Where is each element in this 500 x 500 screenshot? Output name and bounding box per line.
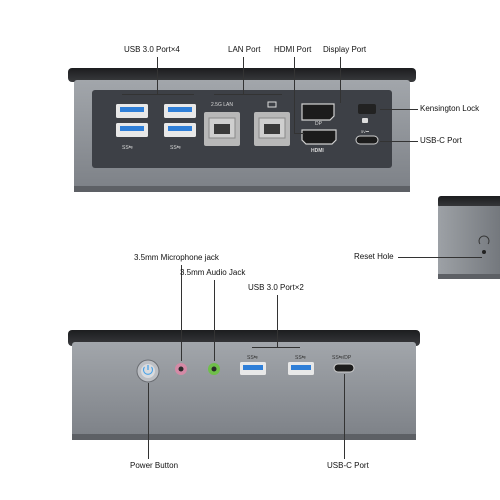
label-display-port: Display Port: [323, 45, 367, 54]
leader-hdmi-v: [294, 57, 295, 133]
label-mic-jack: 3.5mm Microphone jack: [134, 253, 219, 262]
label-usb30-x2: USB 3.0 Port×2: [248, 283, 304, 292]
rear-hdmi-port[interactable]: [301, 129, 337, 145]
marking-front-usb-2: SS⇋: [295, 355, 306, 361]
rear-usbc-port[interactable]: [355, 135, 379, 145]
leader-usbc-bottom: [344, 374, 345, 459]
power-button[interactable]: [136, 359, 160, 383]
leader-power: [148, 383, 149, 459]
mic-jack[interactable]: [175, 363, 187, 375]
side-view-unit: [438, 196, 500, 279]
front-usbc-port[interactable]: [333, 363, 355, 373]
front-case: [68, 330, 420, 440]
leader-mic: [181, 265, 182, 361]
leader-usbc-top: [380, 141, 418, 142]
leader-lan-h: [214, 94, 282, 95]
label-power-button: Power Button: [130, 461, 179, 470]
leader-audio: [214, 280, 215, 361]
leader-usb30-x2-h: [252, 347, 300, 348]
marking-dp: DP: [315, 121, 322, 127]
leader-usb30-x2-v: [277, 295, 278, 347]
rear-usb-ports[interactable]: [116, 104, 196, 137]
front-usb-ports[interactable]: [240, 362, 314, 375]
leader-hdmi-h: [294, 133, 304, 134]
marking-front-usbc: SS⇋/DP: [332, 355, 352, 361]
marking-hdmi: HDMI: [311, 148, 324, 154]
marking-lan-25: 2.5G LAN: [211, 102, 233, 108]
audio-jack[interactable]: [208, 363, 220, 375]
label-reset-hole: Reset Hole: [354, 252, 394, 261]
rear-display-port[interactable]: [301, 103, 335, 121]
kensington-lock-slot[interactable]: [358, 104, 376, 123]
rear-lan-ports[interactable]: [204, 101, 290, 146]
leader-dp-v: [340, 57, 341, 103]
marking-usb-ss-left: SS⇋: [122, 145, 133, 151]
marking-usb-ss-right: SS⇋: [170, 145, 181, 151]
label-hdmi-port: HDMI Port: [274, 45, 312, 54]
leader-lan-v: [243, 57, 244, 94]
marking-usbc-rear: 5V⎓: [361, 129, 370, 134]
leader-usb30-x4-v: [157, 57, 158, 94]
leader-reset: [398, 257, 482, 258]
label-lan-port: LAN Port: [228, 45, 261, 54]
label-kensington-lock: Kensington Lock: [420, 104, 480, 113]
label-usbc-bottom: USB-C Port: [327, 461, 369, 470]
marking-front-usb-1: SS⇋: [247, 355, 258, 361]
label-usb30-x4: USB 3.0 Port×4: [124, 45, 180, 54]
leader-usb30-x4-h: [122, 94, 194, 95]
leader-kensington: [380, 109, 418, 110]
label-audio-jack: 3.5mm Audio Jack: [180, 268, 246, 277]
label-usbc-top: USB-C Port: [420, 136, 462, 145]
